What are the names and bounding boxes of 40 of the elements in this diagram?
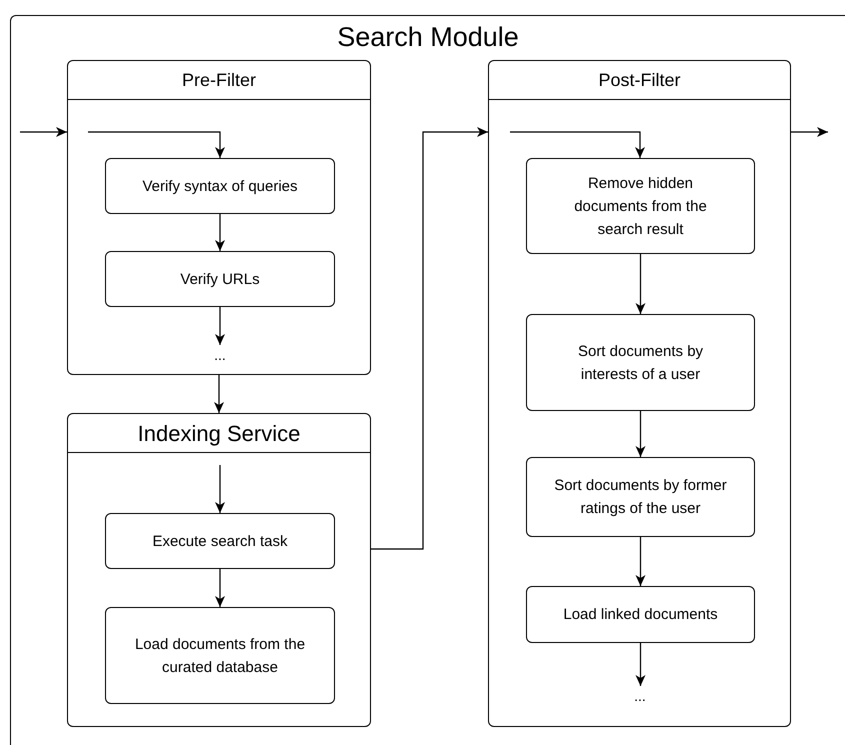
group-heading: Indexing Service <box>138 420 300 448</box>
arrow <box>791 127 828 137</box>
group-heading: Post-Filter <box>598 68 680 92</box>
arrow <box>215 214 225 251</box>
module-title: Search Module <box>337 21 519 54</box>
process-box <box>526 457 755 537</box>
process-box <box>105 607 335 704</box>
arrow <box>636 643 646 686</box>
step-text: Sort documents by former ratings of the user <box>553 476 728 519</box>
process-box <box>105 251 335 307</box>
arrow <box>636 537 646 586</box>
process-box <box>526 158 755 254</box>
ellipsis-text: ... <box>205 345 235 365</box>
step-text: Execute search task <box>152 532 288 552</box>
step-text: Remove hidden documents from the search result <box>573 174 708 240</box>
process-box <box>105 158 335 214</box>
module-frame <box>10 15 845 745</box>
arrow <box>88 131 225 158</box>
process-box <box>526 586 755 643</box>
process-box <box>105 513 335 569</box>
arrow <box>636 254 646 314</box>
arrow <box>20 127 67 137</box>
arrow <box>215 465 225 513</box>
arrow <box>636 411 646 457</box>
group-container <box>488 60 791 727</box>
arrow <box>215 307 225 345</box>
arrow <box>215 569 225 607</box>
arrow <box>214 375 224 413</box>
step-text: Sort documents by interests of a user <box>576 342 704 384</box>
step-text: Verify syntax of queries <box>142 176 298 196</box>
step-text: Load documents from the curated database <box>134 634 306 678</box>
group-container <box>67 413 371 727</box>
arrow <box>510 131 645 158</box>
step-text: Verify URLs <box>180 270 260 290</box>
group-heading: Pre-Filter <box>182 68 256 92</box>
step-text: Load linked documents <box>563 605 718 625</box>
process-box <box>526 314 755 411</box>
group-container <box>67 60 371 375</box>
ellipsis-text: ... <box>625 686 655 706</box>
arrow <box>371 127 488 550</box>
